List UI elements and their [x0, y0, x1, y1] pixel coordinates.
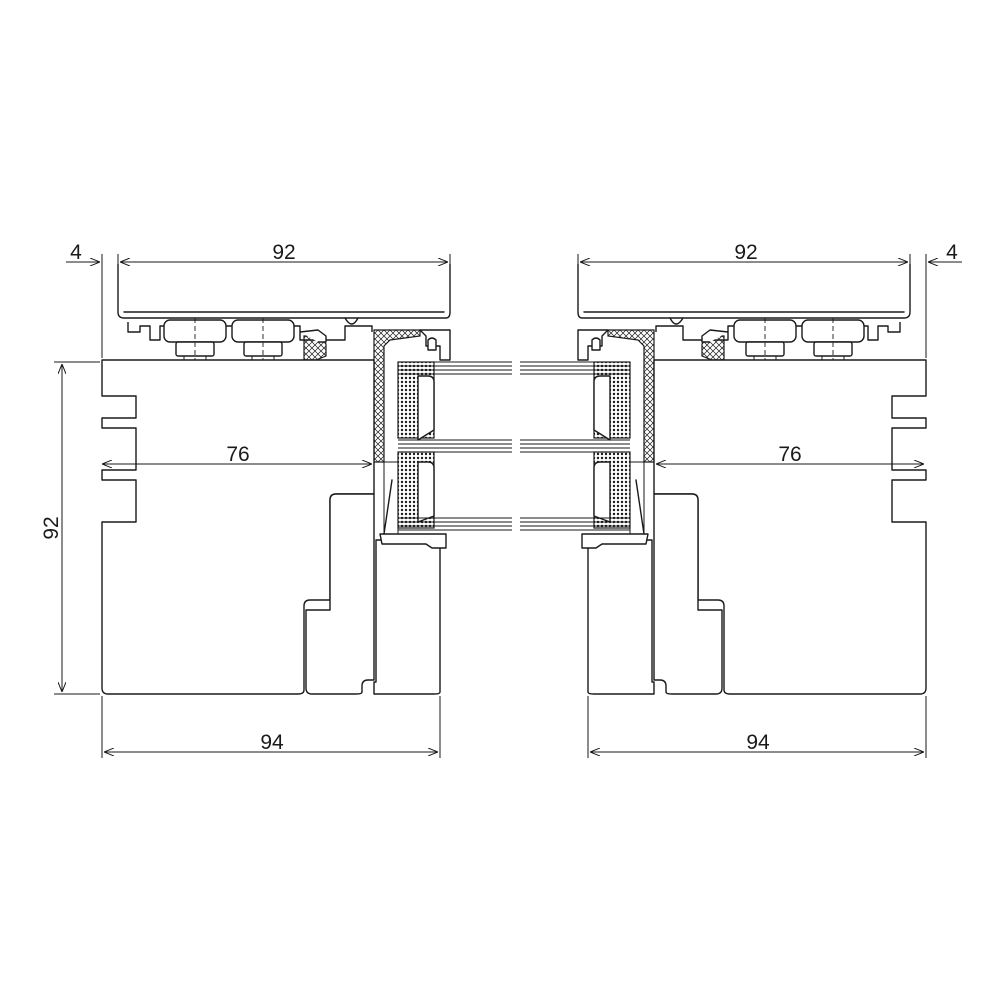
dim-left-inner-label: 76	[226, 443, 249, 466]
left-glass-channel-1	[417, 375, 435, 441]
left-wood-bead	[373, 539, 441, 695]
right-assembly	[520, 264, 927, 695]
dim-right-bottom	[587, 696, 927, 758]
left-assembly	[101, 264, 512, 695]
left-gasket-frame	[373, 329, 421, 463]
left-wood-sash	[305, 493, 375, 695]
dim-left-top	[66, 254, 451, 358]
dim-right-inner-label: 76	[778, 443, 801, 466]
left-glass-panes	[398, 361, 512, 531]
left-bead-seal	[379, 533, 447, 549]
dim-left-bottom-width-label: 94	[260, 731, 284, 754]
dim-left-offset-label: 4	[70, 241, 82, 264]
left-clip-knob	[427, 337, 437, 351]
dim-left-height-label: 92	[40, 516, 63, 539]
left-spacer-triangle	[383, 461, 399, 535]
dim-left-bottom	[101, 696, 441, 758]
left-cover-cap	[117, 264, 451, 319]
dim-right-bottom-width-label: 94	[746, 731, 770, 754]
dim-right-offset-label: 4	[946, 241, 958, 264]
left-seal-hook	[299, 329, 327, 343]
dim-left-height	[54, 361, 100, 695]
left-glass-channel-2	[417, 461, 435, 523]
left-spacer-diagonal	[383, 479, 393, 535]
dim-right-top	[577, 254, 962, 358]
dim-left-top-width-label: 92	[272, 241, 295, 264]
dim-right-top-width-label: 92	[734, 241, 757, 264]
left-clip-hook	[344, 317, 359, 325]
